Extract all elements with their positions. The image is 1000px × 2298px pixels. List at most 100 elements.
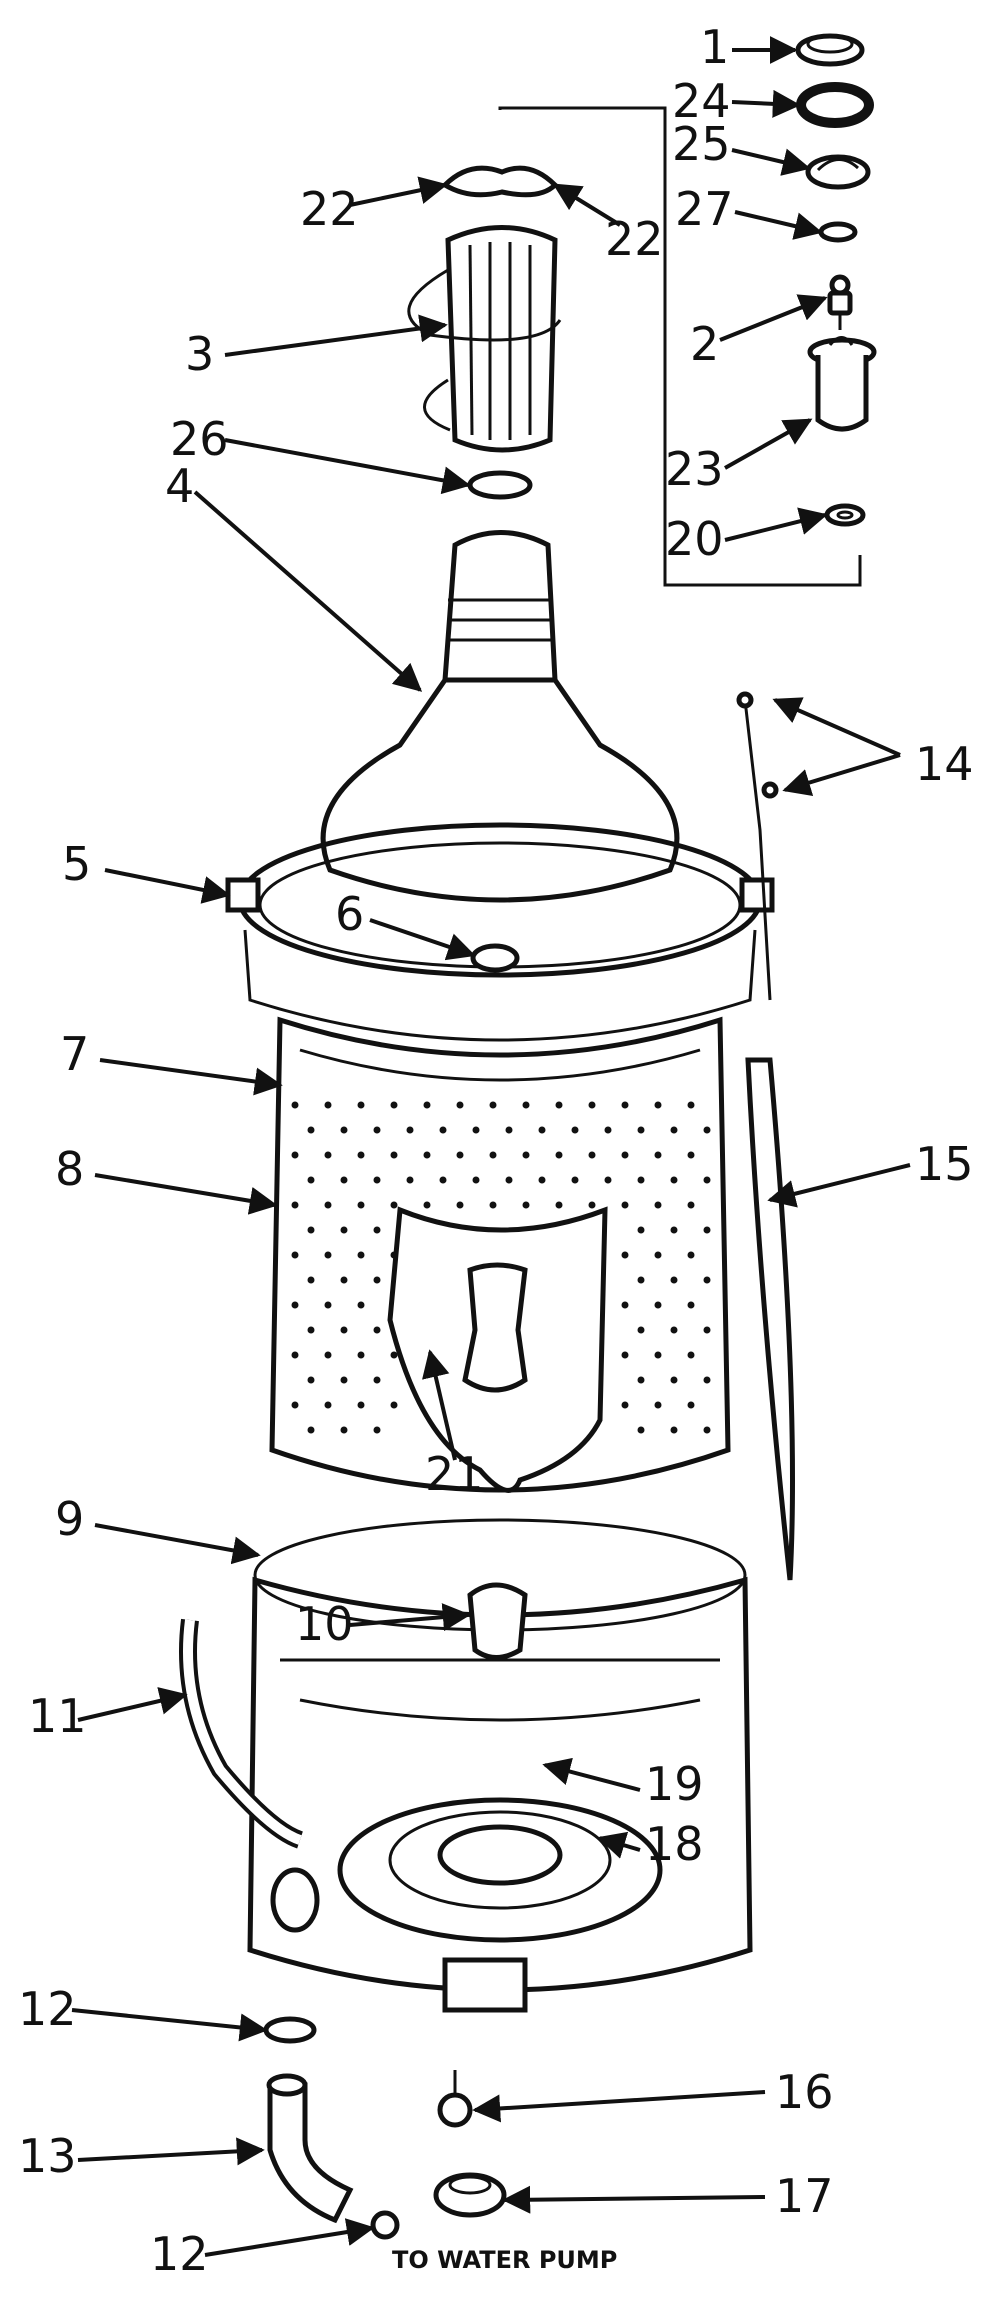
basket-hole	[307, 1326, 315, 1334]
basket-hole	[423, 1201, 431, 1209]
basket-hole	[588, 1101, 596, 1109]
basket-hole	[307, 1126, 315, 1134]
clip-part-22	[440, 165, 559, 198]
basket-hole	[291, 1101, 299, 1109]
basket-hole	[324, 1401, 332, 1409]
basket-holes	[291, 1101, 711, 1434]
callout-7: 7	[60, 1027, 89, 1081]
seal-part-25	[805, 154, 871, 190]
basket-hole	[373, 1326, 381, 1334]
basket-hole	[324, 1151, 332, 1159]
nut-part-6	[470, 943, 520, 973]
basket-hole	[307, 1176, 315, 1184]
basket-hole	[571, 1126, 579, 1134]
bolt-part-2	[827, 274, 853, 330]
basket-hole	[291, 1351, 299, 1359]
basket-hole	[439, 1126, 447, 1134]
basket-hole	[654, 1201, 662, 1209]
basket-hole	[637, 1376, 645, 1384]
basket-hole	[654, 1351, 662, 1359]
basket-hole	[324, 1251, 332, 1259]
basket-hole	[390, 1401, 398, 1409]
basket-hole	[291, 1201, 299, 1209]
basket-hole	[373, 1276, 381, 1284]
basket-hole	[571, 1176, 579, 1184]
basket-hole	[621, 1101, 629, 1109]
basket-hole	[670, 1276, 678, 1284]
basket-hole	[357, 1251, 365, 1259]
clamp-part-12b	[370, 2210, 400, 2240]
basket-hole	[291, 1151, 299, 1159]
bearing-part-10	[467, 1582, 528, 1660]
basket-hole	[703, 1376, 711, 1384]
basket-hole	[687, 1401, 695, 1409]
callout-4: 4	[165, 459, 194, 513]
basket-hole	[307, 1226, 315, 1234]
callout-1: 1	[700, 20, 729, 74]
basket-hole	[340, 1176, 348, 1184]
basket-hole	[489, 1151, 497, 1159]
callout-15: 15	[915, 1137, 974, 1191]
basket-hole	[357, 1201, 365, 1209]
basket-hole	[703, 1326, 711, 1334]
basket-hole	[654, 1301, 662, 1309]
basket-hole	[538, 1126, 546, 1134]
basket-hole	[703, 1276, 711, 1284]
basket-hole	[456, 1151, 464, 1159]
callout-17: 17	[775, 2169, 834, 2223]
basket-hole	[489, 1201, 497, 1209]
basket-hole	[703, 1426, 711, 1434]
basket-hole	[340, 1326, 348, 1334]
basket-hole	[654, 1251, 662, 1259]
callout-27: 27	[675, 182, 734, 236]
washer-part-27	[818, 221, 858, 243]
basket-hole	[654, 1401, 662, 1409]
gear-part-18	[337, 1797, 663, 1943]
basket-hole	[637, 1276, 645, 1284]
basket-hole	[324, 1301, 332, 1309]
basket-hole	[390, 1201, 398, 1209]
callout-14: 14	[915, 737, 974, 791]
tub-base-pad	[442, 1957, 528, 2013]
basket-hole	[621, 1401, 629, 1409]
basket-hole	[522, 1101, 530, 1109]
basket-hole	[472, 1176, 480, 1184]
ratchet-part-26	[467, 470, 533, 500]
bolt-part-16	[437, 2070, 473, 2128]
basket-hole	[538, 1176, 546, 1184]
basket-hole	[555, 1151, 563, 1159]
basket-hole	[324, 1101, 332, 1109]
basket-hole	[621, 1201, 629, 1209]
basket-hole	[588, 1151, 596, 1159]
basket-hole	[291, 1251, 299, 1259]
strap-part-15	[745, 1057, 795, 1581]
cap-part-1	[795, 33, 865, 67]
basket-hole	[505, 1126, 513, 1134]
callout-21: 21	[425, 1447, 484, 1501]
basket-hole	[373, 1426, 381, 1434]
basket-hole	[687, 1301, 695, 1309]
basket-hole	[291, 1301, 299, 1309]
basket-hole	[687, 1201, 695, 1209]
callout-12-bottom: 12	[150, 2227, 209, 2281]
elbow-hose-part-13	[266, 2073, 354, 2224]
basket-hole	[654, 1101, 662, 1109]
basket-hole	[373, 1376, 381, 1384]
basket-hole	[703, 1176, 711, 1184]
basket-hole	[307, 1426, 315, 1434]
callout-26: 26	[170, 412, 229, 466]
callout-18: 18	[645, 1817, 704, 1871]
basket-hole	[340, 1426, 348, 1434]
basket-hole	[637, 1226, 645, 1234]
callout-5: 5	[62, 837, 91, 891]
callout-13: 13	[18, 2129, 77, 2183]
basket-hole	[687, 1151, 695, 1159]
callout-16: 16	[775, 2065, 834, 2119]
callout-22-left: 22	[300, 182, 359, 236]
callout-19: 19	[645, 1757, 704, 1811]
basket-hole	[621, 1251, 629, 1259]
basket-hole	[703, 1126, 711, 1134]
tub-ring-part-5	[225, 822, 775, 1042]
basket-hole	[522, 1151, 530, 1159]
